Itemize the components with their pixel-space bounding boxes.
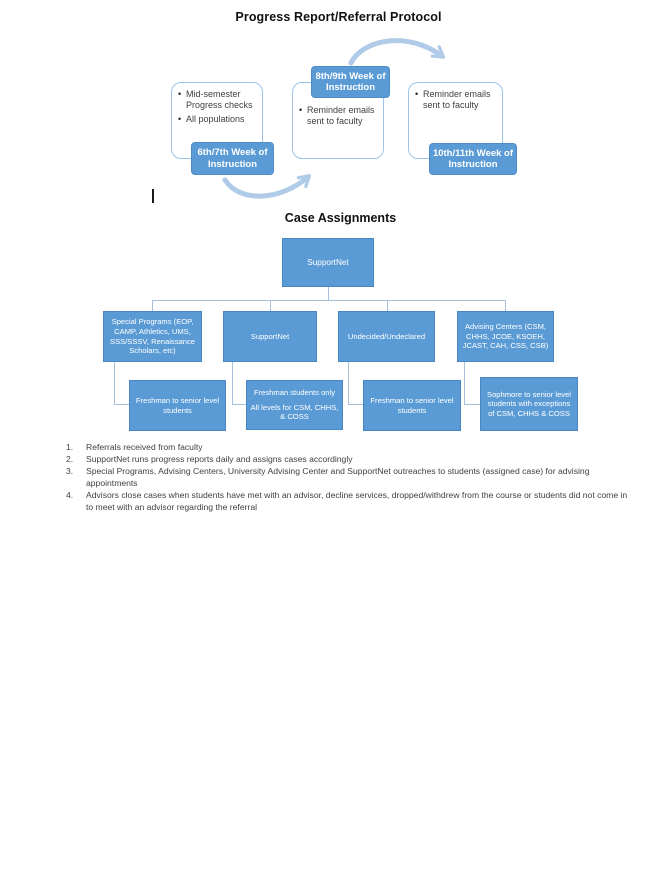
connector-line [348,362,350,404]
org-child-label: Freshman to senior level students [370,395,454,415]
note-text: Special Programs, Advising Centers, Univ… [86,465,590,488]
org-chart-title: Case Assignments [284,211,397,225]
note-text: SupportNet runs progress reports daily a… [86,453,353,464]
note-number: 4. [66,489,74,500]
flow-stage1-bullet1: Mid-semester Progress checks [186,89,253,110]
text-cursor [152,189,154,203]
list-item: • Mid-semester Progress checks [178,89,257,111]
bullet-icon: • [299,105,303,115]
org-child-supportnet: Freshman students only All levels for CS… [246,380,343,430]
org-parent-advising-centers: Advising Centers (CSM, CHHS, JCOE, KSOEH… [457,311,554,362]
org-parent-label: Undecided/Undeclared [347,331,426,341]
bullet-icon: • [178,89,182,99]
org-parent-undecided: Undecided/Undeclared [338,311,435,362]
flow-stage3-bullet1: Reminder emails sent to faculty [423,89,491,110]
org-parent-special-programs: Special Programs (EOP, CAMP, Athletics, … [103,311,202,362]
curved-arrow-up-icon [348,38,446,66]
org-child-label: Freshman to senior level students [135,395,220,415]
connector-line [232,362,234,404]
org-root-box: SupportNet [282,238,374,287]
connector-line [114,362,116,404]
note-item-2: 2. SupportNet runs progress reports dail… [66,454,632,466]
note-number: 1. [66,442,74,452]
connector-line [505,300,507,311]
note-item-1: 1. Referrals received from faculty [66,442,632,454]
bullet-icon: • [415,89,419,99]
org-child-label: Freshman students only [253,388,336,398]
notes-list: 1. Referrals received from faculty 2. Su… [66,442,632,513]
connector-line [152,300,154,311]
connector-line [232,404,246,406]
org-child-label: Sophmore to senior level students with e… [487,389,571,418]
list-item: • All populations [178,114,257,125]
note-number: 2. [66,453,74,464]
connector-line [464,362,466,404]
connector-line [114,404,129,406]
org-parent-label: Advising Centers (CSM, CHHS, JCOE, KSOEH… [462,322,549,351]
flow-stage2-bullet1: Reminder emails sent to faculty [307,105,375,126]
bullet-icon: • [178,114,182,124]
org-parent-label: SupportNet [250,331,290,341]
note-number: 3. [66,465,74,476]
flow-stage3-week-label: 10th/11th Week of Instruction [429,143,517,175]
org-parent-label: Special Programs (EOP, CAMP, Athletics, … [110,317,195,356]
org-child-special-programs: Freshman to senior level students [129,380,226,431]
note-item-4: 4. Advisors close cases when students ha… [66,490,632,514]
flow-stage2-week-label: 8th/9th Week of Instruction [311,66,390,98]
connector-line [387,300,389,311]
connector-line [464,404,480,406]
org-child-undecided: Freshman to senior level students [363,380,461,431]
curved-arrow-down-icon [222,174,312,199]
flow-stage1-week-label: 6th/7th Week of Instruction [191,142,274,175]
note-text: Referrals received from faculty [86,442,203,452]
connector-line [328,287,330,300]
note-text: Advisors close cases when students have … [86,489,628,512]
note-item-3: 3. Special Programs, Advising Centers, U… [66,466,632,490]
org-child-label: All levels for CSM, CHHS, & COSS [250,402,339,422]
connector-line [270,300,272,311]
list-item: • Reminder emails sent to faculty [415,89,497,111]
list-item: • Reminder emails sent to faculty [299,105,378,127]
flow-stage1-bullet2: All populations [186,114,245,124]
org-child-advising-centers: Sophmore to senior level students with e… [480,377,578,431]
org-parent-supportnet: SupportNet [223,311,317,362]
connector-line [152,300,505,302]
connector-line [348,404,363,406]
flow-diagram-title: Progress Report/Referral Protocol [235,10,442,24]
